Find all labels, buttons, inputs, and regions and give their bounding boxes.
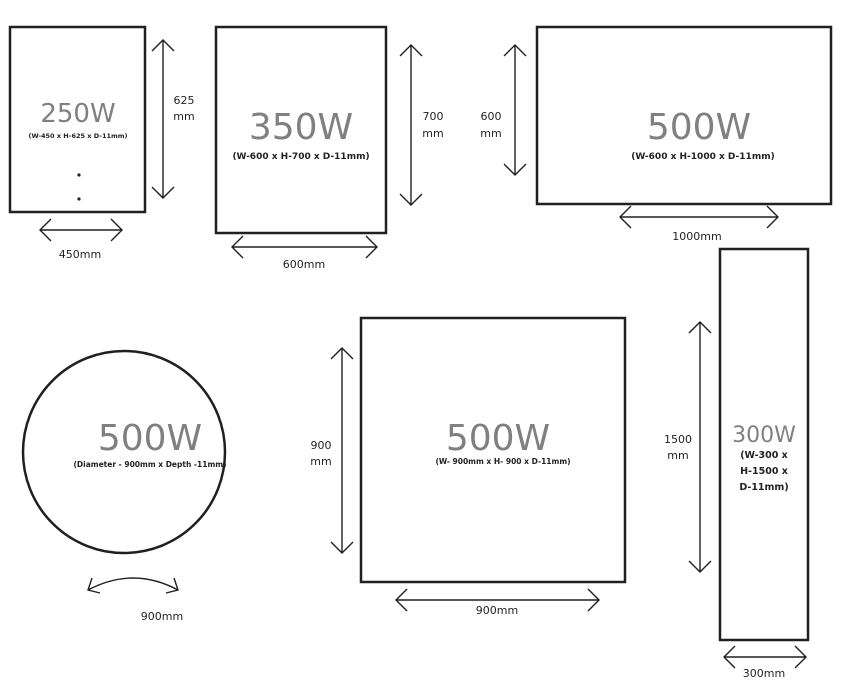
panel-350w: 350W (W-600 x H-700 x D-11mm) 700 mm 600… [214,25,444,271]
panel-spec: (W-600 x H-700 x D-11mm) [232,152,369,162]
height-unit: mm [480,127,501,140]
height-arrow [688,321,712,573]
panel-spec-line: H-1500 x [740,466,788,477]
panel-outline [8,25,147,214]
panel-outline [21,349,227,555]
panel-wattage: 350W [249,107,353,148]
diameter-arrow [87,577,179,594]
width-label: 900mm [476,604,518,617]
panel-spec-line: D-11mm) [739,482,788,493]
panel-500w-round: 500W (Diameter - 900mm x Depth -11mm) 90… [21,349,227,623]
width-arrow [231,235,378,259]
mount-dot [77,197,81,201]
width-label: 1000mm [672,230,721,243]
panel-spec: (W-450 x H-625 x D-11mm) [28,132,127,140]
height-unit: mm [667,449,688,462]
panel-wattage: 300W [732,423,796,448]
panel-300w: 300W (W-300 x H-1500 x D-11mm) 1500 mm 3… [664,247,810,680]
panel-wattage: 250W [40,99,115,129]
height-unit: mm [422,127,443,140]
panel-500w-landscape: 500W (W-600 x H-1000 x D-11mm) 600 mm 10… [480,25,833,243]
height-unit: mm [173,110,194,123]
panel-spec-line: (W-300 x [740,450,788,461]
mount-dot [77,173,81,177]
panel-spec: (W-600 x H-1000 x D-11mm) [631,152,774,162]
panel-outline [718,247,810,642]
width-label: 300mm [743,667,785,680]
height-arrow [330,347,354,554]
width-label: 900mm [141,610,183,623]
height-arrow [151,39,175,199]
width-label: 450mm [59,248,101,261]
width-arrow [723,645,807,669]
height-label: 625 [174,94,195,107]
height-label: 1500 [664,433,692,446]
height-label: 600 [481,110,502,123]
panel-wattage: 500W [446,418,550,459]
panel-spec: (W- 900mm x H- 900 x D-11mm) [435,457,570,466]
width-arrow [395,588,600,612]
panel-spec: (Diameter - 900mm x Depth -11mm) [73,460,226,469]
panel-outline [535,25,833,206]
panel-wattage: 500W [98,418,202,459]
panel-500w-square: 500W (W- 900mm x H- 900 x D-11mm) 900 mm… [310,316,627,617]
panel-250w: 250W (W-450 x H-625 x D-11mm) 625 mm 450… [8,25,195,261]
height-arrow [399,44,423,206]
height-label: 700 [423,110,444,123]
height-unit: mm [310,455,331,468]
height-arrow [503,44,527,176]
width-arrow [39,218,123,242]
panel-outline [214,25,388,235]
panel-wattage: 500W [647,107,751,148]
height-label: 900 [311,439,332,452]
panel-outline [359,316,627,584]
width-label: 600mm [283,258,325,271]
width-arrow [619,205,779,229]
